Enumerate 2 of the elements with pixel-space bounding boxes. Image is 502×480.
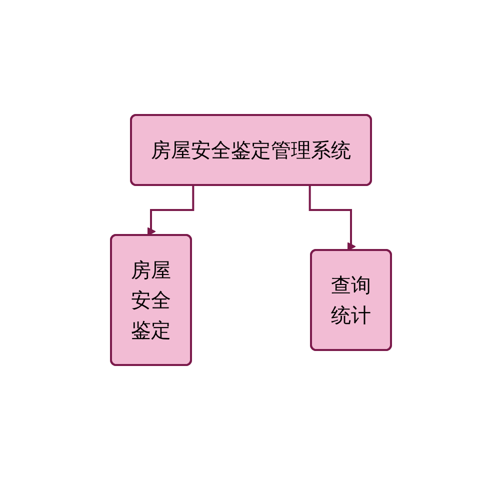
arrow <box>308 186 356 251</box>
arrow <box>147 186 194 236</box>
